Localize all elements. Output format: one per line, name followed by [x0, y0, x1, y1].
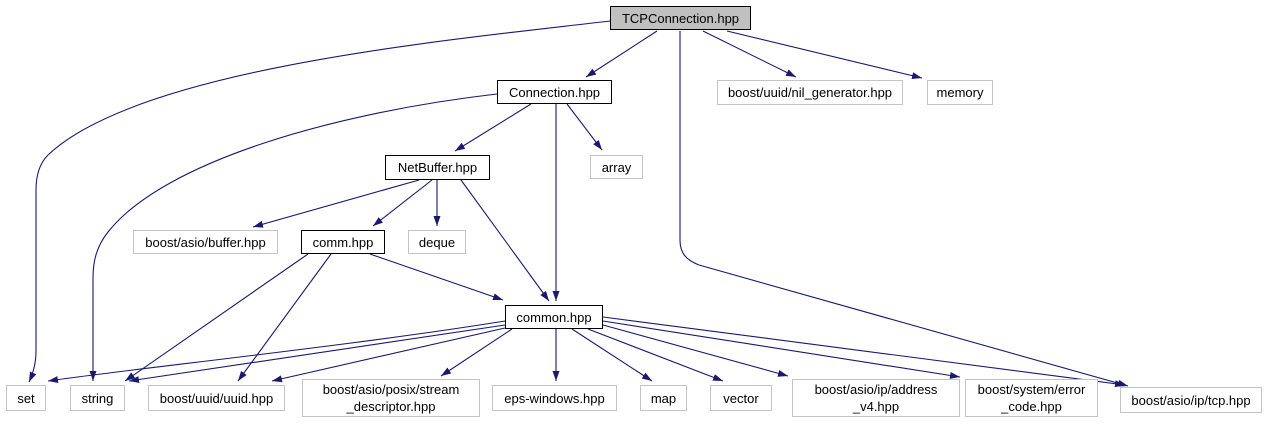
node-connection[interactable]: Connection.hpp — [497, 80, 612, 104]
edge-common-to-stream-descriptor — [440, 328, 513, 377]
node-stream-descriptor: boost/asio/posix/stream _descriptor.hpp — [302, 379, 480, 417]
node-label: array — [601, 159, 632, 175]
node-nil-generator: boost/uuid/nil_generator.hpp — [717, 80, 903, 105]
edge-common-to-vector — [587, 328, 724, 382]
node-label: boost/uuid/nil_generator.hpp — [727, 85, 893, 100]
node-array: array — [590, 155, 643, 179]
edge-common-to-tcp — [602, 316, 1126, 388]
edge-tcpconnection-to-nil-generator — [702, 30, 797, 78]
node-label: memory — [936, 85, 984, 100]
node-label: map — [650, 390, 677, 406]
edge-comm-to-common — [369, 253, 504, 301]
node-label-line1: boost/asio/posix/stream — [322, 382, 460, 397]
node-netbuffer[interactable]: NetBuffer.hpp — [385, 155, 490, 180]
node-set: set — [6, 385, 46, 411]
edge-common-to-uuid — [271, 327, 506, 383]
edge-tcpconnection-to-memory — [726, 30, 923, 80]
edge-tcpconnection-to-connection — [585, 30, 658, 78]
edge-common-to-set — [47, 320, 506, 384]
edge-netbuffer-to-common — [460, 179, 550, 302]
node-address-v4: boost/asio/ip/address _v4.hpp — [792, 379, 960, 417]
node-memory: memory — [927, 80, 993, 105]
edge-netbuffer-to-asio-buffer — [252, 179, 420, 228]
node-label: set — [17, 390, 35, 406]
node-label-line1: boost/asio/ip/address — [814, 382, 938, 397]
node-common[interactable]: common.hpp — [505, 305, 603, 329]
node-label: boost/asio/buffer.hpp — [145, 234, 266, 250]
node-label: boost/asio/ip/tcp.hpp — [1131, 392, 1251, 408]
edge-common-to-map — [571, 328, 653, 382]
node-comm[interactable]: comm.hpp — [301, 230, 385, 254]
node-label: boost/uuid/uuid.hpp — [159, 390, 274, 406]
node-uuid: boost/uuid/uuid.hpp — [148, 385, 285, 411]
node-label-line2: _v4.hpp — [852, 399, 900, 414]
node-label: eps-windows.hpp — [504, 390, 605, 406]
edge-tcpconnection-to-tcp — [679, 31, 1129, 387]
edge-common-to-string — [128, 324, 506, 383]
node-string: string — [70, 385, 125, 411]
node-asio-buffer: boost/asio/buffer.hpp — [133, 230, 278, 254]
node-map: map — [640, 385, 687, 411]
node-deque: deque — [408, 230, 466, 254]
edge-comm-to-uuid — [237, 253, 332, 382]
node-label-line1: boost/system/error — [977, 382, 1086, 397]
node-label: Connection.hpp — [508, 84, 601, 100]
edge-connection-to-netbuffer — [454, 103, 532, 152]
node-label-line2: _descriptor.hpp — [346, 399, 436, 414]
node-label: vector — [723, 390, 759, 406]
node-label: string — [81, 390, 114, 406]
node-tcp: boost/asio/ip/tcp.hpp — [1120, 387, 1262, 413]
edge-common-to-error-code — [602, 320, 961, 379]
node-tcpconnection: TCPConnection.hpp — [610, 6, 751, 30]
edge-comm-to-string — [124, 253, 309, 382]
node-label: comm.hpp — [312, 234, 374, 250]
edge-connection-to-string — [89, 93, 498, 381]
node-error-code: boost/system/error _code.hpp — [965, 379, 1098, 417]
node-eps-windows: eps-windows.hpp — [492, 385, 617, 411]
edge-common-to-address-v4 — [602, 324, 789, 377]
edge-connection-to-array — [566, 103, 603, 151]
node-vector: vector — [710, 385, 772, 411]
node-label: TCPConnection.hpp — [621, 10, 740, 26]
node-label: common.hpp — [516, 309, 592, 325]
node-label-line2: _code.hpp — [1001, 399, 1062, 414]
edge-netbuffer-to-comm — [372, 179, 433, 227]
edge-tcpconnection-to-set — [28, 20, 611, 383]
node-label: deque — [418, 234, 456, 250]
node-label: NetBuffer.hpp — [397, 160, 478, 175]
